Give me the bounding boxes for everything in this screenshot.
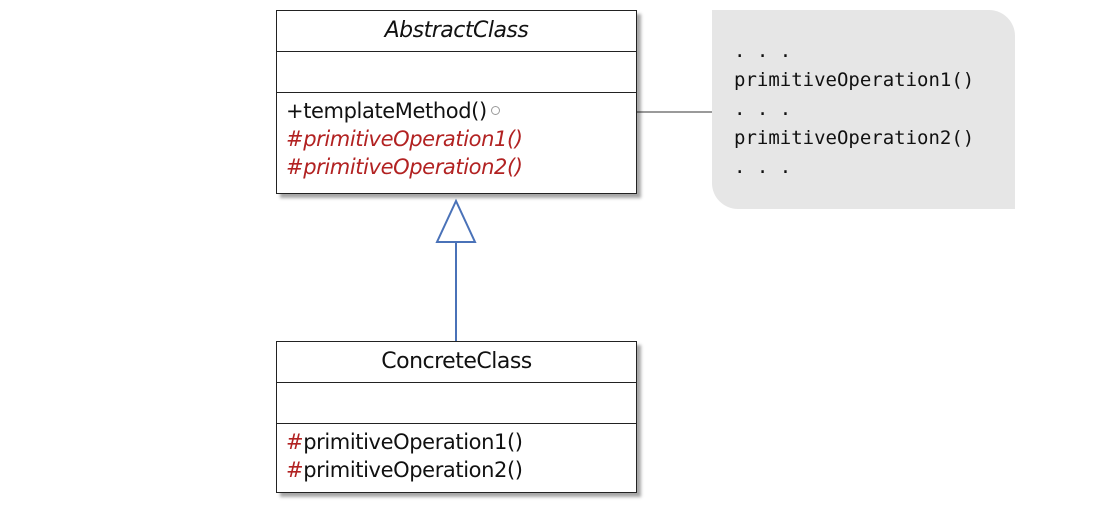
note-line: . . . xyxy=(734,156,792,178)
inheritance-arrowhead xyxy=(435,198,477,243)
operation-primitive-1: #primitiveOperation1() xyxy=(286,125,636,153)
operation-name: primitiveOperation1() xyxy=(303,430,523,454)
visibility-marker: # xyxy=(286,430,304,454)
visibility-marker: # xyxy=(286,127,304,151)
note-line: primitiveOperation2() xyxy=(734,127,975,149)
abstract-class-operations: +templateMethod() #primitiveOperation1()… xyxy=(277,93,636,181)
visibility-marker: # xyxy=(286,458,304,482)
operation-name: primitiveOperation2() xyxy=(303,458,523,482)
concrete-class-box[interactable]: ConcreteClass #primitiveOperation1() #pr… xyxy=(276,341,637,493)
operation-primitive-2: #primitiveOperation2() xyxy=(286,456,636,484)
visibility-marker: # xyxy=(286,155,304,179)
template-method-note: . . . primitiveOperation1() . . . primit… xyxy=(712,10,1015,209)
concrete-class-operations: #primitiveOperation1() #primitiveOperati… xyxy=(277,424,636,484)
operation-primitive-2: #primitiveOperation2() xyxy=(286,153,636,181)
operation-name: templateMethod() xyxy=(303,99,487,123)
concrete-class-name: ConcreteClass xyxy=(277,342,636,383)
abstract-class-attributes xyxy=(277,52,636,93)
operation-template-method: +templateMethod() xyxy=(286,97,636,125)
note-line: . . . xyxy=(734,98,792,120)
abstract-class-name: AbstractClass xyxy=(277,11,636,52)
operation-name: primitiveOperation2() xyxy=(303,155,523,179)
concrete-class-attributes xyxy=(277,383,636,424)
note-connector-dot-icon xyxy=(490,105,500,115)
note-line: primitiveOperation1() xyxy=(734,69,975,91)
visibility-marker: + xyxy=(286,99,304,123)
operation-name: primitiveOperation1() xyxy=(303,127,523,151)
note-line: . . . xyxy=(734,40,792,62)
abstract-class-box[interactable]: AbstractClass +templateMethod() #primiti… xyxy=(276,10,637,194)
operation-primitive-1: #primitiveOperation1() xyxy=(286,428,636,456)
